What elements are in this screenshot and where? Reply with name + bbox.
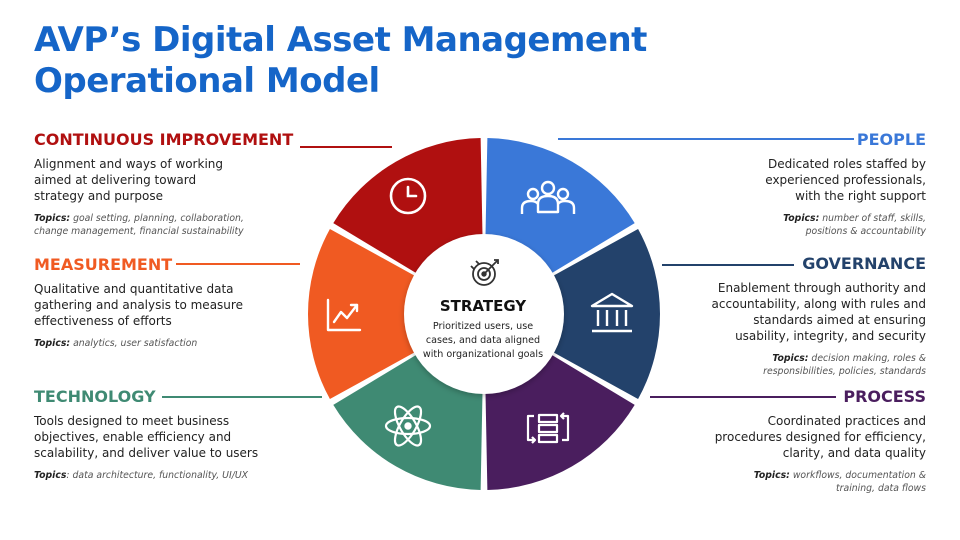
topics-label: Topics: <box>753 470 790 481</box>
people-icon <box>520 180 576 214</box>
topics-label: Topics: <box>772 353 809 364</box>
measurement-segment <box>308 228 484 400</box>
measurement-description: Qualitative and quantitative data gather… <box>34 281 243 329</box>
topics-label: Topics: <box>34 338 71 349</box>
workflow-icon <box>526 412 570 444</box>
strategy-line: cases, and data aligned <box>425 335 541 346</box>
governance-heading: GOVERNANCE <box>802 254 926 273</box>
measurement-topics: Topics: analytics, user satisfaction <box>34 337 243 350</box>
description-line: aimed at delivering toward <box>34 173 197 187</box>
continuous-improvement-heading: CONTINUOUS IMPROVEMENT <box>34 130 294 149</box>
technology-heading: TECHNOLOGY <box>34 387 156 406</box>
topics-text: goal setting, planning, collaboration, <box>70 213 244 224</box>
description-line: Enablement through authority and <box>717 281 926 295</box>
description-line: experienced professionals, <box>765 173 926 187</box>
strategy-center: STRATEGY Prioritized users, use cases, a… <box>398 296 568 362</box>
governance-segment <box>484 228 660 400</box>
governance-section: GOVERNANCE Enablement through authority … <box>712 254 926 378</box>
people-connector-line <box>558 138 854 140</box>
topics-text: number of staff, skills, <box>819 213 926 224</box>
continuous-connector-line <box>300 146 392 148</box>
continuous-improvement-section: CONTINUOUS IMPROVEMENT Alignment and way… <box>34 130 293 238</box>
description-line: Tools designed to meet business <box>34 414 230 428</box>
description-line: Qualitative and quantitative data <box>34 282 234 296</box>
topics-text: analytics, user satisfaction <box>70 338 198 349</box>
topics-text: workflows, documentation & <box>789 470 926 481</box>
continuous-improvement-topics: Topics: goal setting, planning, collabor… <box>34 212 293 238</box>
measurement-section: MEASUREMENT Qualitative and quantitative… <box>34 255 243 350</box>
description-line: accountability, along with rules and <box>711 297 926 311</box>
description-line: procedures designed for efficiency, <box>714 430 926 444</box>
description-line: with the right support <box>795 189 926 203</box>
strategy-heading: STRATEGY <box>439 297 527 315</box>
description-line: Dedicated roles staffed by <box>768 157 926 171</box>
description-line: scalability, and deliver value to users <box>34 446 259 460</box>
page-title: AVP’s Digital Asset Management Operation… <box>34 20 647 102</box>
atom-icon <box>384 405 432 447</box>
technology-description: Tools designed to meet business objectiv… <box>34 413 258 461</box>
strategy-description: Prioritized users, use cases, and data a… <box>398 320 568 362</box>
description-line: standards aimed at ensuring <box>753 313 926 327</box>
topics-label: Topics <box>34 470 67 481</box>
operational-model-wheel <box>308 138 660 490</box>
topics-label: Topics: <box>783 213 820 224</box>
governance-description: Enablement through authority and account… <box>712 280 926 344</box>
topics-text: change management, financial sustainabil… <box>34 226 244 237</box>
clock-icon <box>389 177 427 215</box>
measurement-heading: MEASUREMENT <box>34 255 173 274</box>
continuous-improvement-description: Alignment and ways of working aimed at d… <box>34 156 293 204</box>
technology-topics: Topics: data architecture, functionality… <box>34 469 258 482</box>
topics-text: training, data flows <box>836 483 926 494</box>
description-line: Alignment and ways of working <box>34 157 223 171</box>
process-connector-line <box>650 396 836 398</box>
strategy-line: with organizational goals <box>422 349 544 360</box>
description-line: clarity, and data quality <box>782 446 926 460</box>
topics-text: positions & accountability <box>805 226 926 237</box>
topics-text: : data architecture, functionality, UI/U… <box>66 470 249 481</box>
governance-topics: Topics: decision making, roles & respons… <box>712 352 926 378</box>
process-topics: Topics: workflows, documentation & train… <box>715 469 926 495</box>
topics-text: responsibilities, policies, standards <box>763 366 926 377</box>
measurement-connector-line <box>176 263 300 265</box>
technology-section: TECHNOLOGY Tools designed to meet busine… <box>34 387 258 482</box>
process-description: Coordinated practices and procedures des… <box>715 413 926 461</box>
description-line: objectives, enable efficiency and <box>34 430 232 444</box>
description-line: strategy and purpose <box>34 189 164 203</box>
description-line: usability, integrity, and security <box>735 329 926 343</box>
target-icon <box>470 259 499 286</box>
strategy-line: Prioritized users, use <box>432 321 534 332</box>
topics-text: decision making, roles & <box>808 353 926 364</box>
institution-icon <box>590 292 634 333</box>
topics-label: Topics: <box>34 213 71 224</box>
description-line: gathering and analysis to measure <box>34 298 243 312</box>
technology-connector-line <box>162 396 322 398</box>
process-heading: PROCESS <box>843 387 926 406</box>
description-line: effectiveness of efforts <box>34 314 172 328</box>
strategy-hub <box>404 234 564 394</box>
people-section: PEOPLE Dedicated roles staffed by experi… <box>765 130 926 238</box>
title-line-1: AVP’s Digital Asset Management <box>34 20 647 60</box>
process-section: PROCESS Coordinated practices and proced… <box>715 387 926 495</box>
trend-chart-icon <box>326 298 362 332</box>
description-line: Coordinated practices and <box>767 414 926 428</box>
people-heading: PEOPLE <box>856 130 926 149</box>
people-topics: Topics: number of staff, skills, positio… <box>765 212 926 238</box>
governance-connector-line <box>662 264 794 266</box>
title-line-2: Operational Model <box>34 61 380 101</box>
people-description: Dedicated roles staffed by experienced p… <box>765 156 926 204</box>
